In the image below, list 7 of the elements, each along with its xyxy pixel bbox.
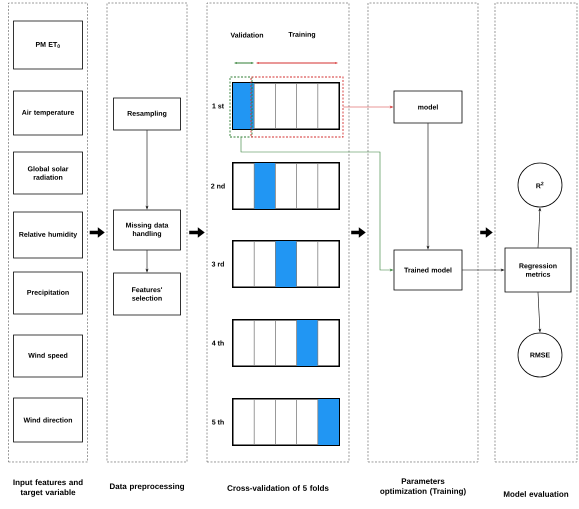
validation-dashed-box	[230, 76, 252, 138]
panel-title: Input features and target variable	[13, 479, 83, 497]
panel-title: Parameters optimization (Training)	[380, 478, 466, 496]
panel-title: Cross-validation of 5 folds	[227, 485, 329, 491]
panel-title: Data preprocessing	[110, 483, 184, 491]
training-dashed-box	[250, 76, 344, 138]
panel-title: Model evaluation	[504, 491, 568, 497]
